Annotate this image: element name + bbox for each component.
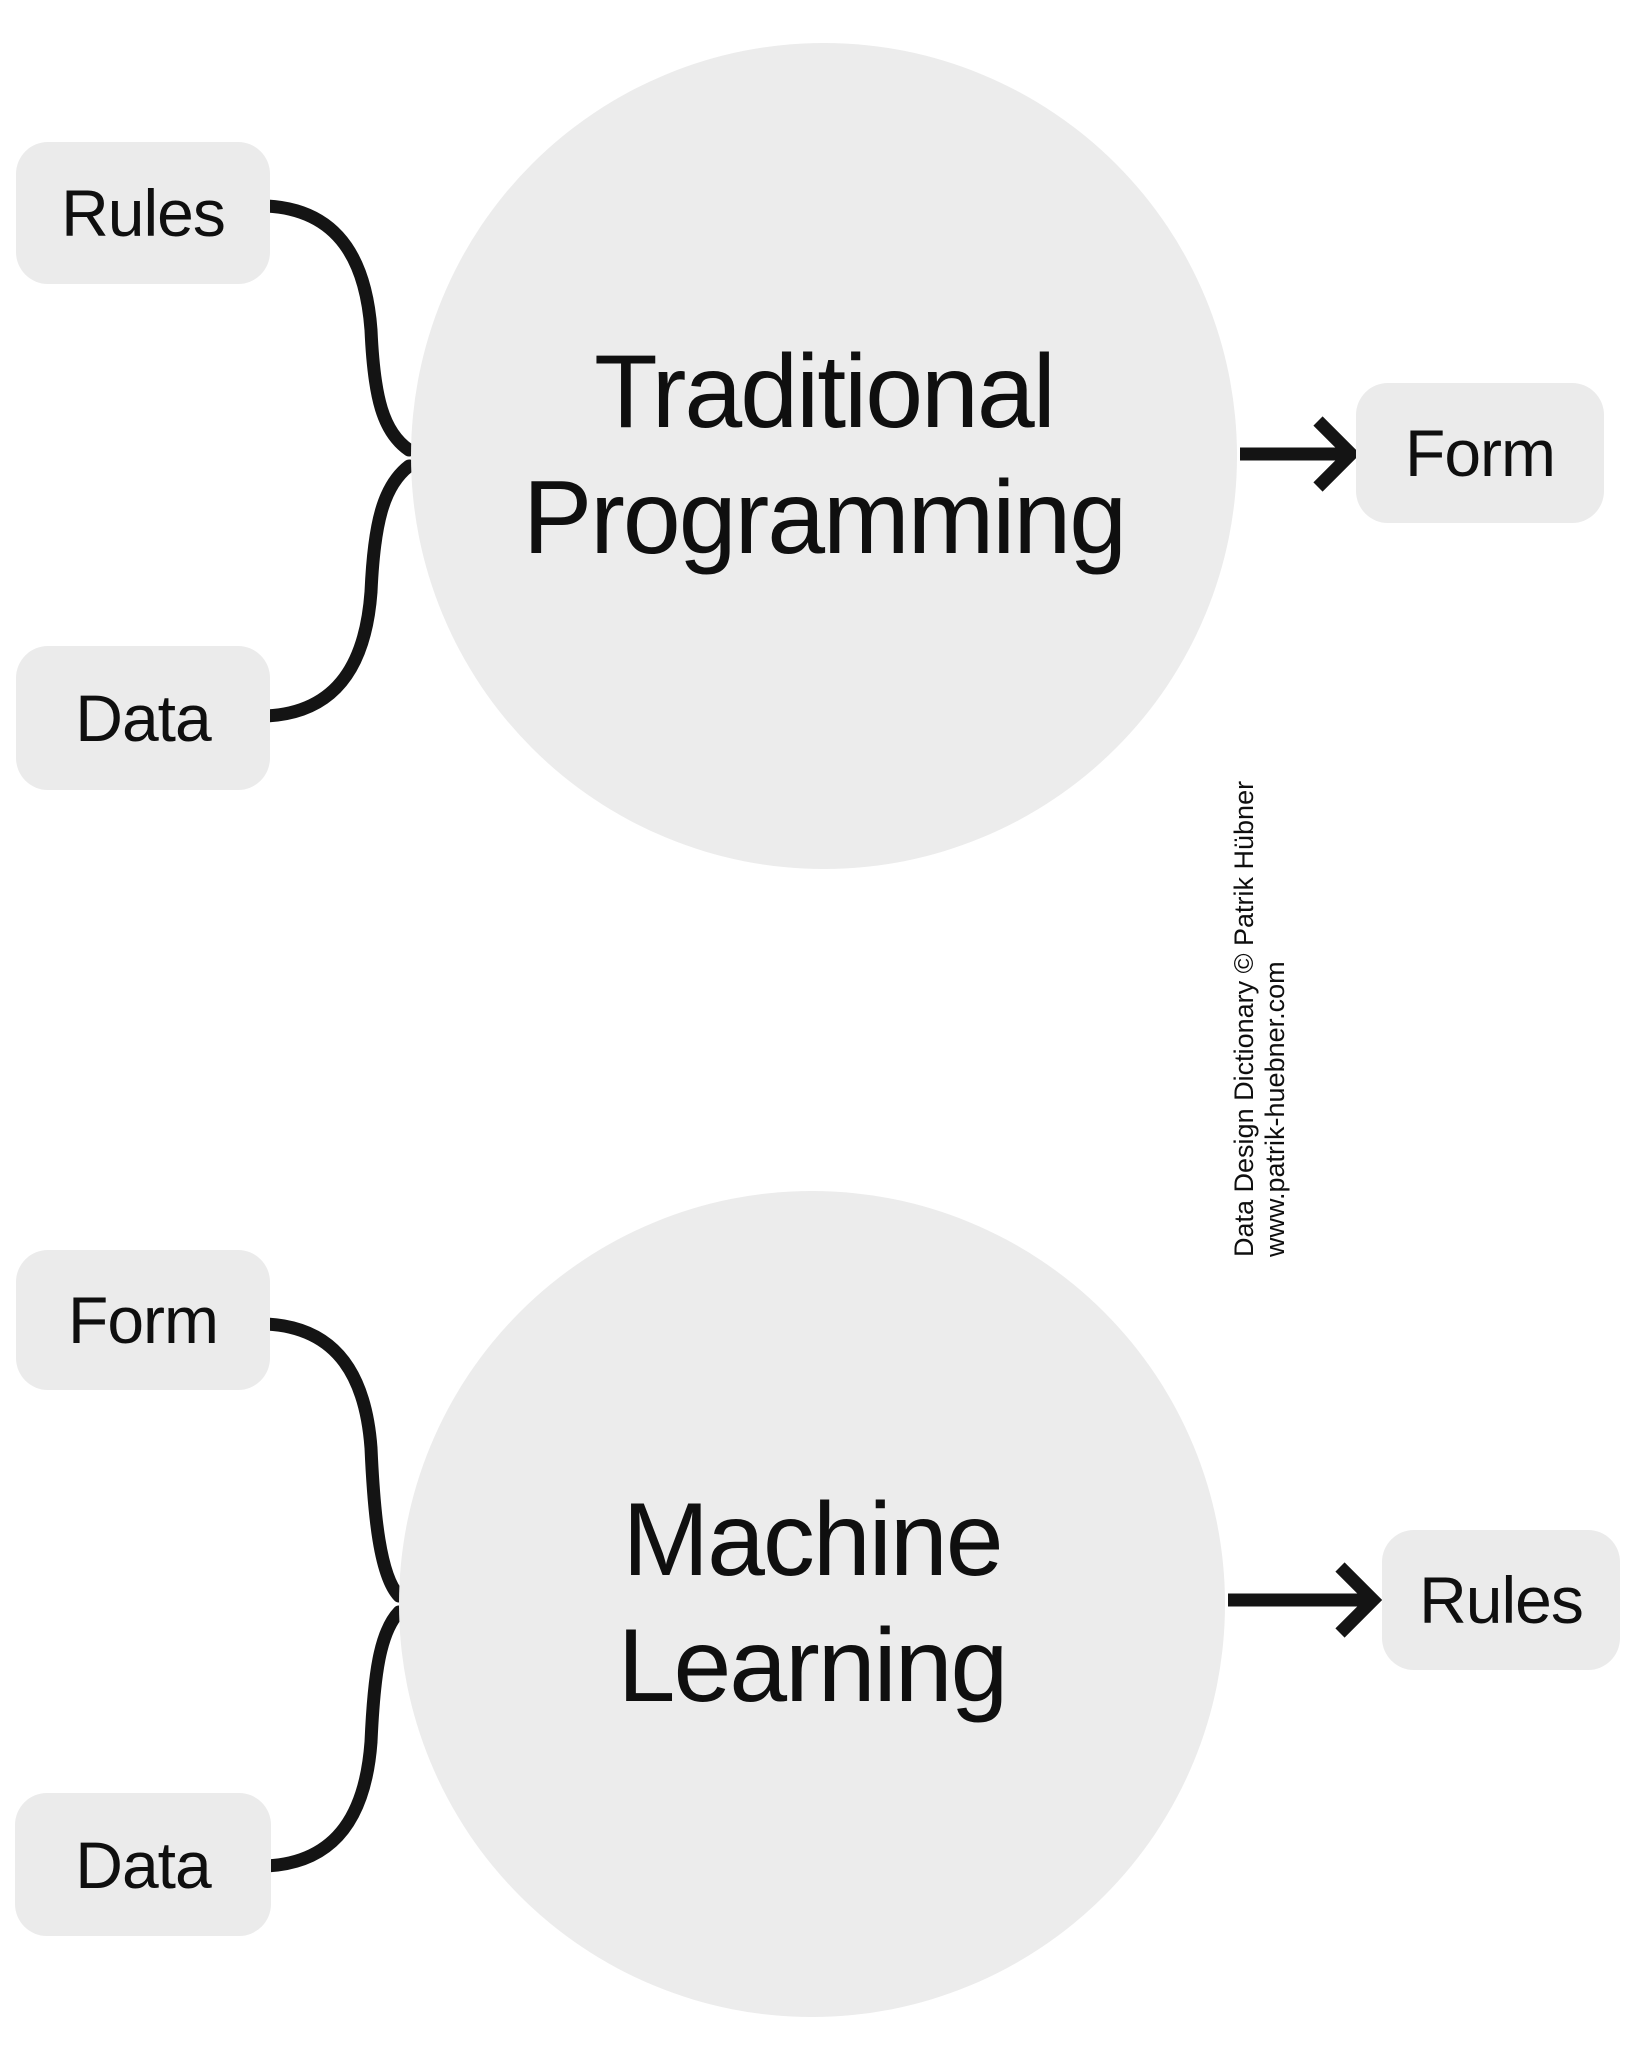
credit-text: Data Design Dictionary © Patrik Hübner w… <box>1229 757 1293 1257</box>
machine-learning-circle: Machine Learning <box>399 1191 1225 2017</box>
arrowhead-machine-to-rules <box>1335 1562 1383 1638</box>
input-box-form: Form <box>16 1250 270 1390</box>
input-box-rules: Rules <box>16 142 270 284</box>
credit-line-2: www.patrik-huebner.com <box>1260 961 1290 1257</box>
title-line-1: Machine <box>622 1482 1003 1599</box>
curve-form-to-machine <box>260 1317 406 1603</box>
credit-line-1: Data Design Dictionary © Patrik Hübner <box>1229 780 1259 1257</box>
title-line-1: Traditional <box>594 334 1056 451</box>
output-box-form: Form <box>1356 383 1604 523</box>
output-box-rules-label: Rules <box>1419 1563 1584 1637</box>
title-line-2: Programming <box>522 460 1127 576</box>
curve-rules-to-traditional <box>260 199 416 457</box>
traditional-programming-title: Traditional Programming <box>522 330 1127 582</box>
input-box-data-bottom-label: Data <box>75 1827 211 1902</box>
input-box-data-bottom: Data <box>15 1793 271 1936</box>
output-box-form-label: Form <box>1405 416 1556 490</box>
title-line-2: Learning <box>617 1608 1009 1724</box>
input-box-form-label: Form <box>68 1283 219 1357</box>
traditional-programming-circle: Traditional Programming <box>411 43 1237 869</box>
input-box-data-top-label: Data <box>75 681 211 755</box>
curve-data-to-traditional <box>260 459 416 723</box>
machine-learning-title: Machine Learning <box>617 1478 1009 1730</box>
input-box-data-top: Data <box>16 646 270 790</box>
input-box-rules-label: Rules <box>61 176 226 250</box>
curve-data-to-machine <box>260 1605 406 1873</box>
arrowhead-traditional-to-form <box>1313 416 1361 492</box>
output-box-rules: Rules <box>1382 1530 1620 1670</box>
